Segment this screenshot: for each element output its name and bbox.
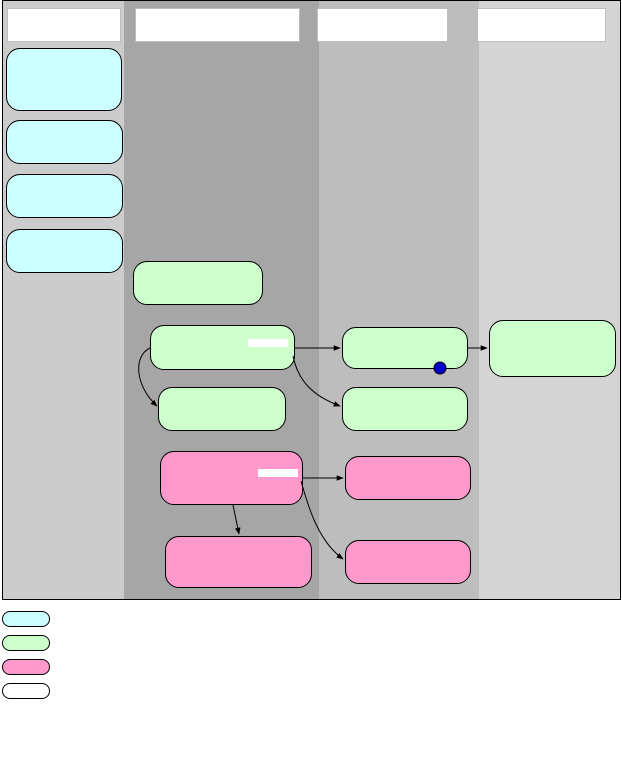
cyan-node-2[interactable] xyxy=(6,120,123,164)
pink-node-main[interactable] xyxy=(160,451,303,505)
green-node-target-a[interactable] xyxy=(342,327,468,369)
pink-node-target-a[interactable] xyxy=(345,456,471,500)
pink-node-target-b[interactable] xyxy=(345,540,471,584)
pink-node-child[interactable] xyxy=(165,536,312,588)
legend-swatch-green xyxy=(2,635,50,651)
pink-node-main-tag xyxy=(258,469,298,477)
edge-layer xyxy=(138,345,488,560)
edge-pink-main-to-child xyxy=(232,504,241,535)
edge-green-main-to-target-b xyxy=(292,355,341,407)
legend-item-4 xyxy=(2,683,602,701)
cyan-node-3[interactable] xyxy=(6,174,123,218)
edge-pink-main-to-target-b xyxy=(300,480,344,560)
green-node-top[interactable] xyxy=(133,261,263,305)
lane-2-header xyxy=(135,8,300,42)
legend-swatch-cyan xyxy=(2,611,50,627)
lane-4-header xyxy=(477,8,606,42)
connection-marker xyxy=(433,361,447,375)
cyan-node-4[interactable] xyxy=(6,229,123,273)
legend-item-2 xyxy=(2,635,602,653)
legend-swatch-pink xyxy=(2,659,50,675)
legend-swatch-white xyxy=(2,683,50,699)
lane-1-header xyxy=(7,8,121,42)
green-node-main[interactable] xyxy=(150,325,295,370)
swimlane-diagram xyxy=(2,0,621,600)
cyan-node-1[interactable] xyxy=(6,48,122,111)
legend-item-1 xyxy=(2,611,602,629)
green-node-child[interactable] xyxy=(158,387,286,431)
green-node-final[interactable] xyxy=(489,320,616,377)
edge-green-main-to-child xyxy=(138,347,158,407)
green-node-target-b[interactable] xyxy=(342,387,468,431)
lane-4 xyxy=(477,1,620,599)
green-node-main-tag xyxy=(248,339,288,347)
legend-item-3 xyxy=(2,659,602,677)
lane-3-header xyxy=(317,8,448,42)
